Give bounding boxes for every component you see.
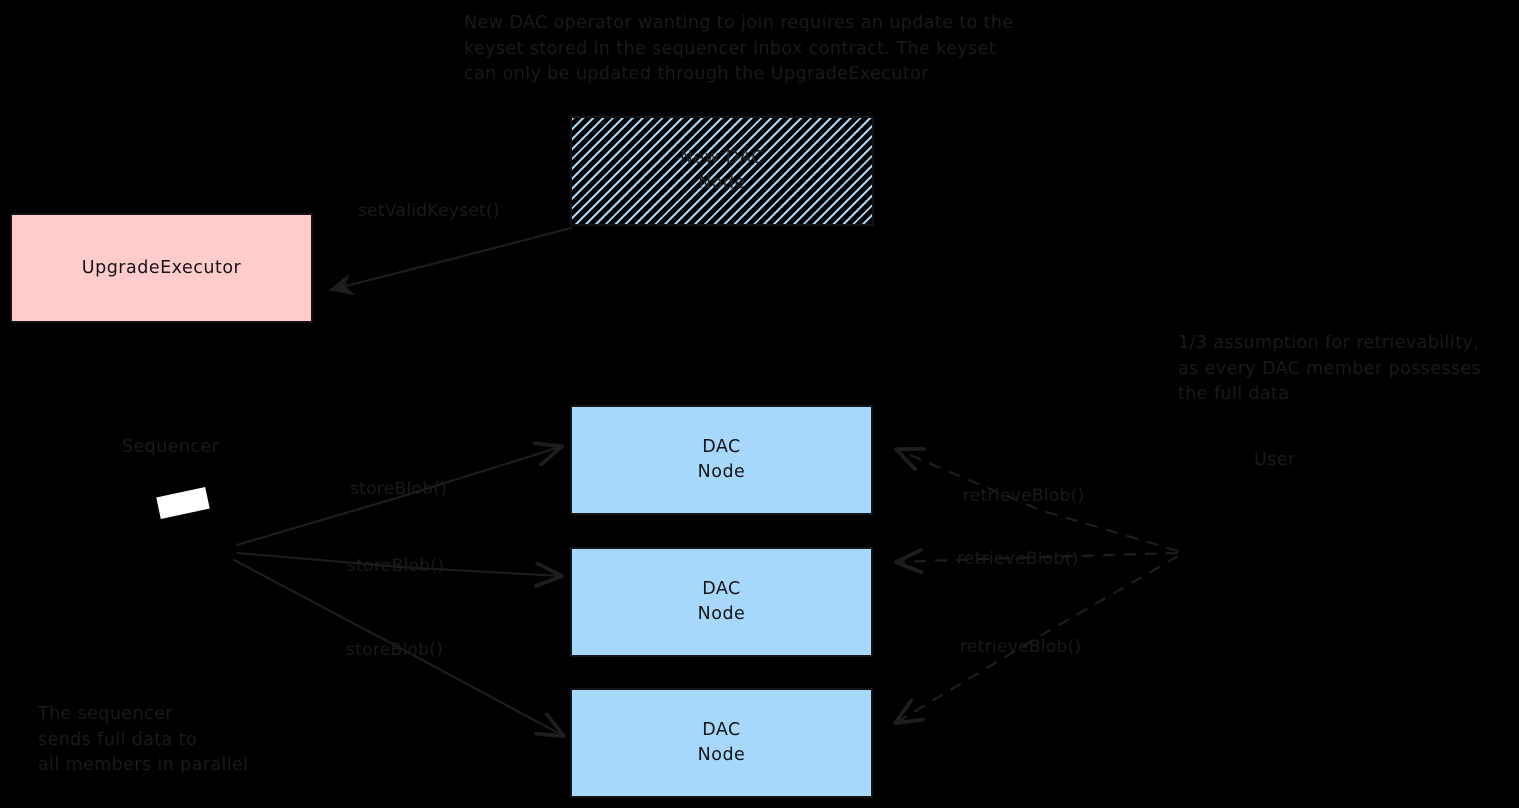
node-dac-node-2[interactable]: DAC Node [570,547,873,657]
edge-label-set-valid-keyset: setValidKeyset() [358,201,500,221]
note-retrievability: 1/3 assumption for retrievability, as ev… [1178,333,1482,404]
edge-label-retrieve-blob-3: retrieveBlob() [960,637,1082,657]
edge-label-store-blob-1: storeBlob() [350,479,448,499]
actor-label-user: User [1254,450,1296,470]
actor-label-sequencer: Sequencer [122,437,220,457]
node-dac-node-1[interactable]: DAC Node [570,405,873,515]
edge-label-retrieve-blob-1: retrieveBlob() [963,486,1085,506]
sequencer-icon [156,487,210,519]
note-keyset-update: New DAC operator wanting to join require… [464,13,1014,84]
edge-set-valid-keyset [328,226,573,296]
edge-label-store-blob-2: storeBlob() [347,556,445,576]
edge-label-store-blob-3: storeBlob() [346,640,444,660]
node-upgrade-executor[interactable]: UpgradeExecutor [10,213,313,323]
edge-label-retrieve-blob-2: retrieveBlob() [957,549,1079,569]
note-sequencer-parallel: The sequencer sends full data to all mem… [38,704,249,775]
node-new-dac-node[interactable]: New DAC Node [570,116,874,226]
node-dac-node-3[interactable]: DAC Node [570,688,873,798]
